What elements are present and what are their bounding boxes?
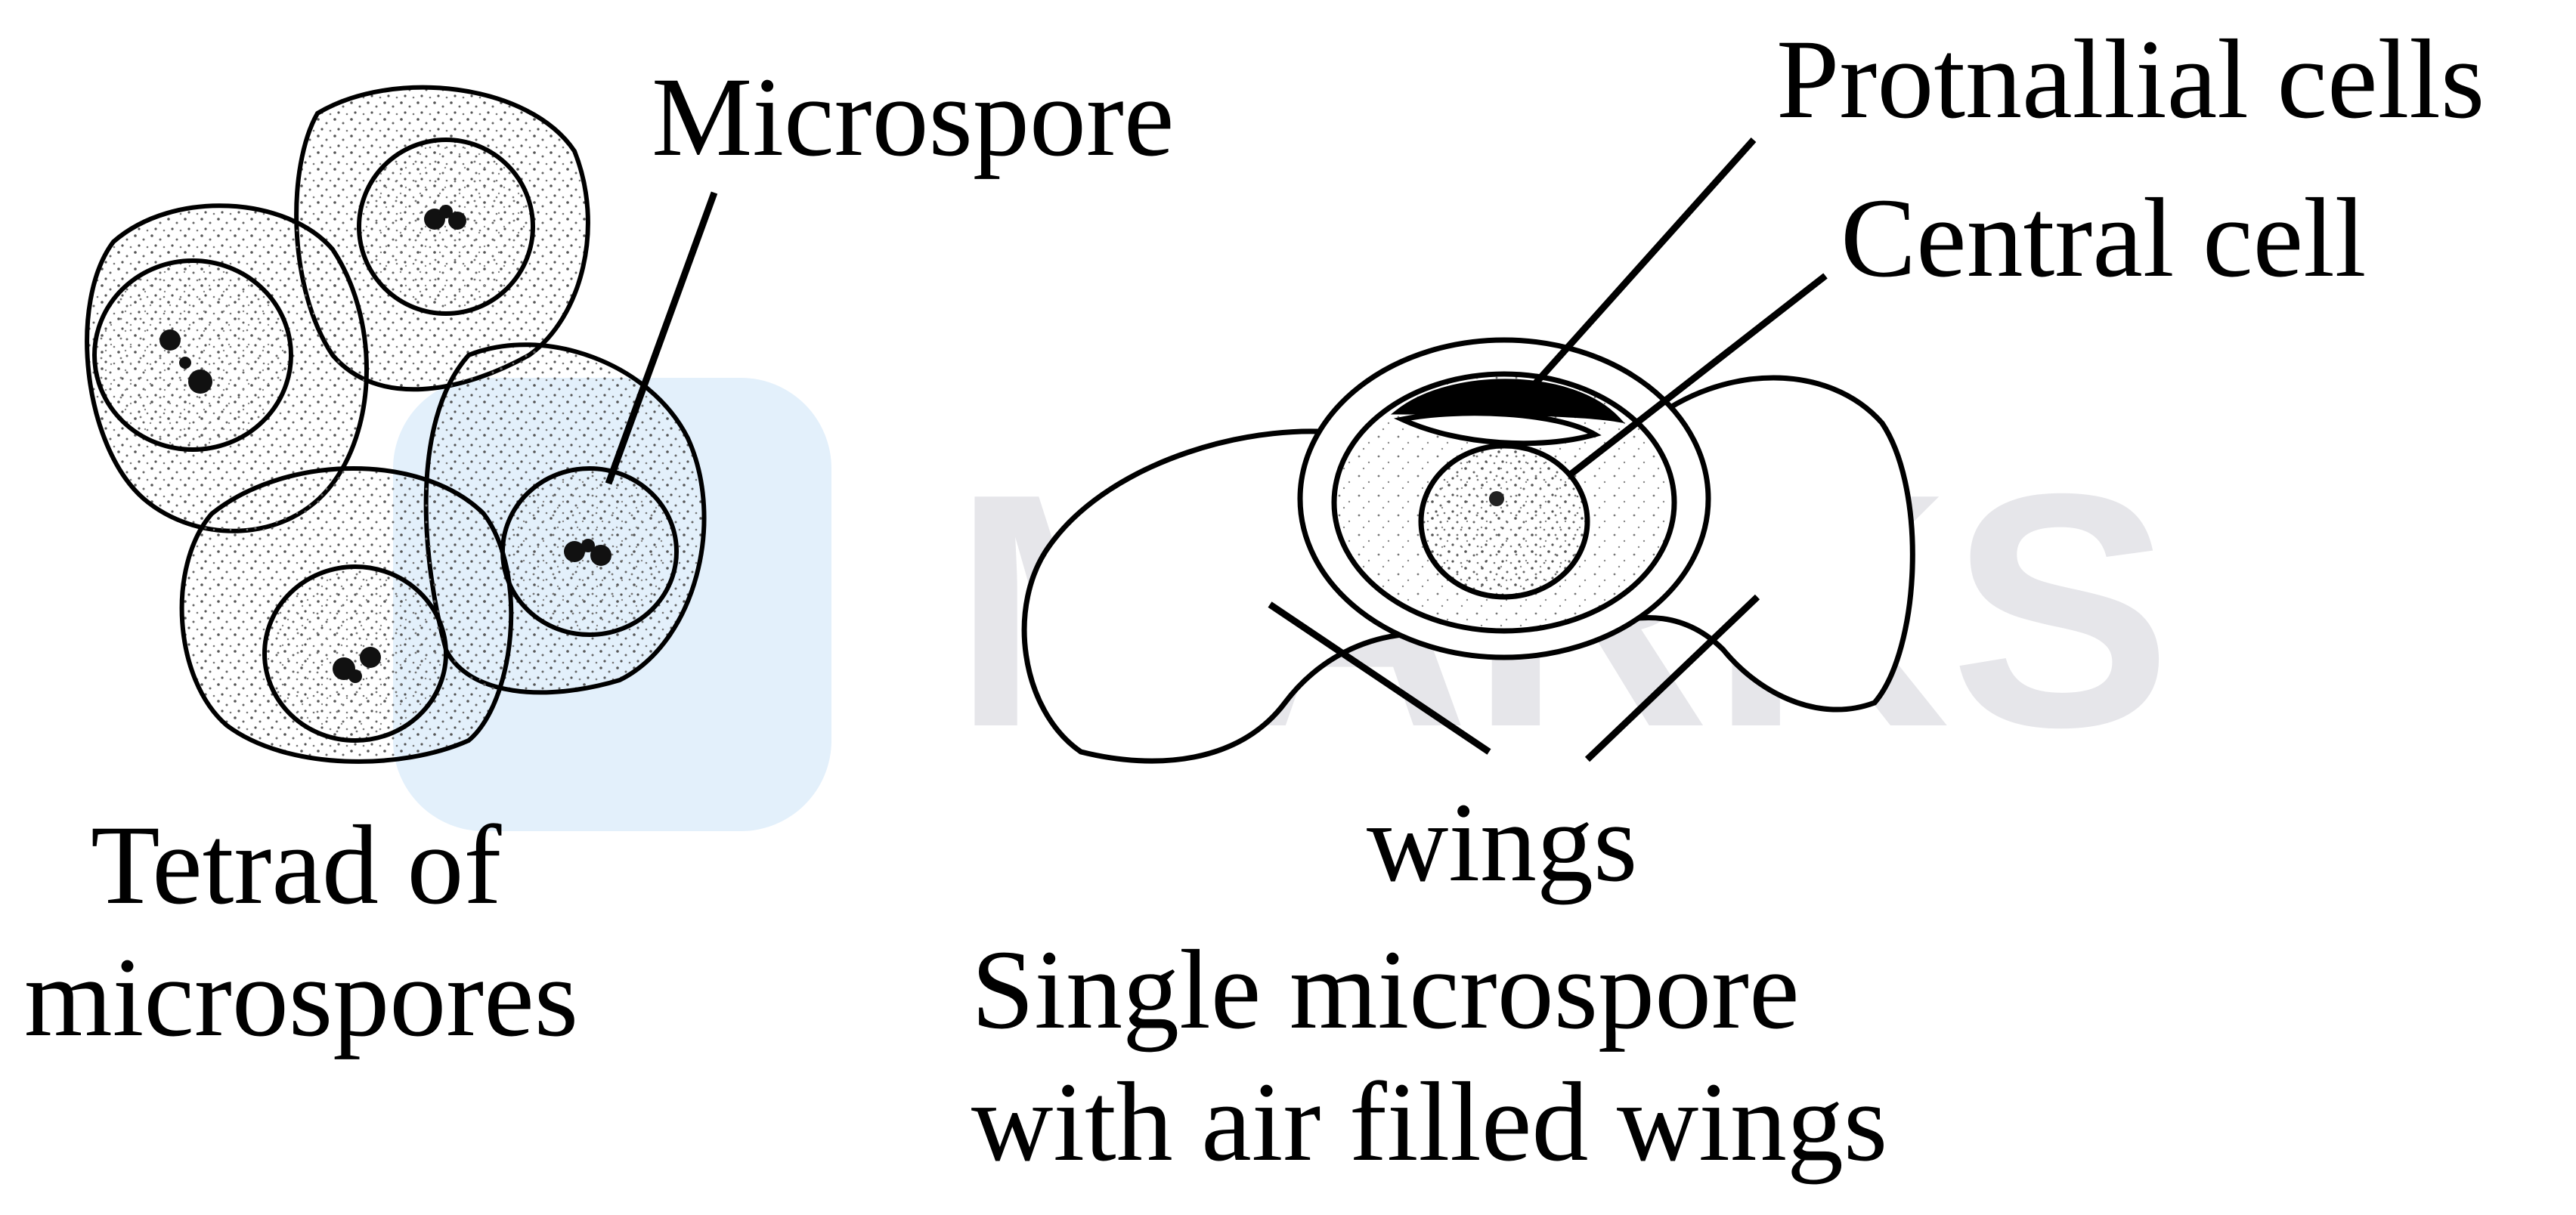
- leaders-right: [1268, 137, 1828, 762]
- caption-tetrad-line2: microspores: [24, 935, 579, 1060]
- leader-wing-right: [1584, 594, 1760, 762]
- leader-prothallial: [1524, 137, 1757, 396]
- caption-single-line2: with air filled wings: [971, 1059, 1888, 1185]
- chromatin-dots: [159, 205, 611, 683]
- winged-microspore-figure: [1021, 337, 1915, 764]
- tetrad-figure: [85, 85, 707, 764]
- central-cell: [1418, 443, 1590, 600]
- caption-tetrad-line1: Tetrad of: [91, 802, 502, 928]
- prothallial-cell-2: [1393, 410, 1602, 447]
- label-microspore: Microspore: [652, 54, 1175, 180]
- nucleus-left: [92, 258, 293, 452]
- leader-microspore: [605, 191, 718, 485]
- label-prothallial-cells: Protnallial cells: [1776, 17, 2485, 142]
- leader-wing-left: [1268, 601, 1491, 755]
- nucleus-bottom: [262, 564, 448, 743]
- leader-central: [1566, 273, 1828, 479]
- central-cell-nucleus: [1489, 491, 1504, 506]
- label-wings: wings: [1367, 780, 1638, 905]
- label-central-cell: Central cell: [1841, 175, 2367, 301]
- caption-single-line1: Single microspore: [971, 927, 1800, 1053]
- nucleus-top: [357, 138, 535, 316]
